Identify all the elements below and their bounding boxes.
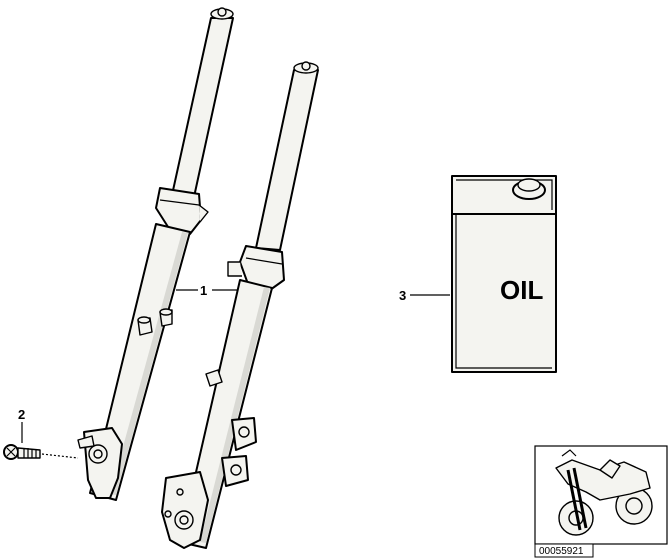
callout-2: 2 xyxy=(18,407,25,443)
oil-can: OIL xyxy=(451,175,557,373)
oil-label: OIL xyxy=(500,275,543,305)
callout-number-3: 3 xyxy=(399,288,406,303)
fork-leg-left xyxy=(77,7,234,501)
motorcycle-thumbnail: 00055921 xyxy=(534,445,668,558)
screw xyxy=(3,444,79,460)
callout-number-1: 1 xyxy=(200,283,207,298)
callout-number-2: 2 xyxy=(18,407,25,422)
callout-1: 1 xyxy=(176,283,238,298)
reference-number: 00055921 xyxy=(539,546,584,557)
callout-3: 3 xyxy=(399,288,450,303)
fork-leg-right xyxy=(161,61,319,549)
